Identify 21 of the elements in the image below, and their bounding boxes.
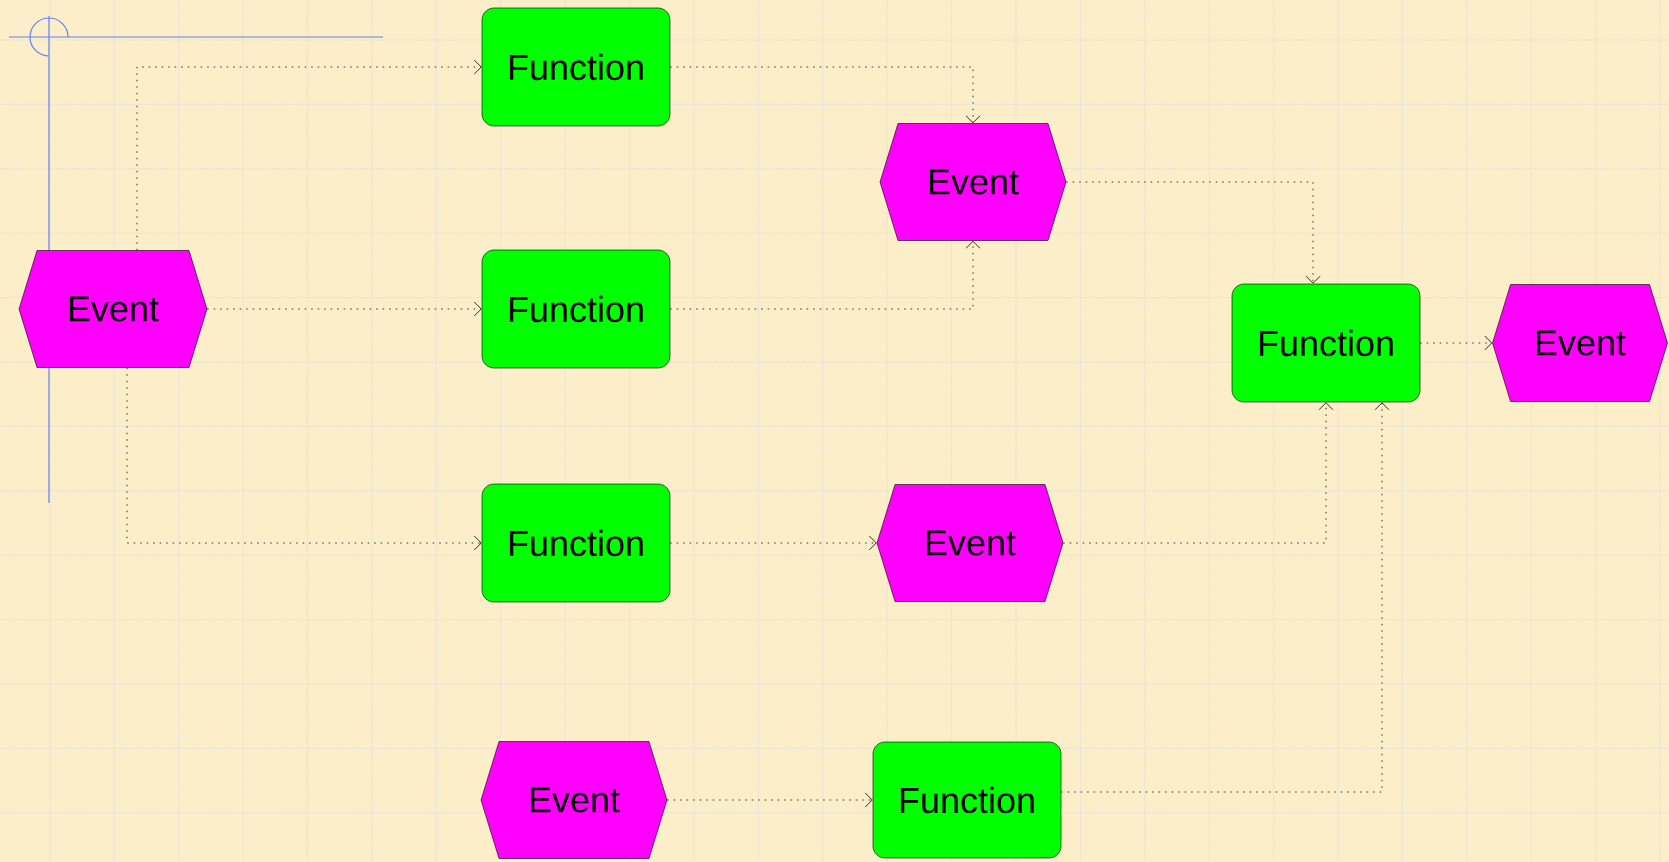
event-hexagon: Event: [18, 250, 208, 368]
arrow: [669, 66, 981, 124]
event-hexagon: Event: [480, 741, 668, 859]
arrow: [669, 535, 877, 551]
event-hexagon: Event: [1492, 284, 1668, 402]
arrow: [669, 240, 981, 310]
arrow: [206, 301, 482, 317]
function-box: Function: [1231, 283, 1421, 403]
arrow: [1062, 402, 1334, 544]
arrow: [1060, 402, 1390, 793]
arrow: [666, 792, 873, 808]
event-hexagon: Event: [879, 123, 1067, 241]
function-box: Function: [481, 249, 671, 369]
function-box: Function: [872, 741, 1062, 859]
event-hexagon: Event: [876, 484, 1064, 602]
function-box: Function: [481, 483, 671, 603]
arrow: [1419, 335, 1493, 351]
arrow: [1065, 181, 1321, 284]
arrow: [126, 367, 482, 551]
arrow: [136, 59, 482, 251]
function-box: Function: [481, 7, 671, 127]
